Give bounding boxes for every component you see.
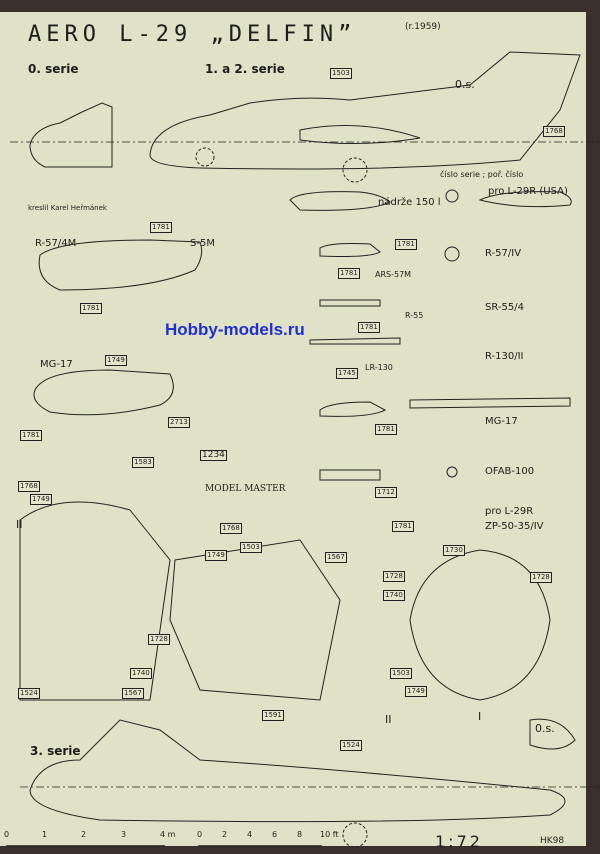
- author-credit: kreslil Karel Heřmánek: [28, 204, 107, 212]
- color-code: 1781: [20, 430, 42, 441]
- color-code: 1749: [105, 355, 127, 366]
- label: 0.s.: [455, 78, 475, 91]
- label: R-57/4M: [35, 238, 77, 249]
- color-code: 1781: [395, 239, 417, 250]
- color-code: 1567: [122, 688, 144, 699]
- watermark: Hobby-models.ru: [165, 320, 305, 339]
- label: S-5M: [190, 238, 215, 249]
- color-code: 1768: [18, 481, 40, 492]
- color-code: 1781: [80, 303, 102, 314]
- color-code: 1524: [18, 688, 40, 699]
- serie-12-label: 1. a 2. serie: [205, 62, 285, 76]
- cockpit-detail-left: [19, 501, 171, 701]
- color-code: 1768: [220, 523, 242, 534]
- color-code: 1749: [205, 550, 227, 561]
- color-code: 1781: [150, 222, 172, 233]
- year-label: (r.1959): [405, 22, 441, 32]
- drawing-code: HK98: [540, 836, 565, 846]
- label: číslo serie ; poř. číslo: [440, 170, 524, 179]
- scale-tick-label: 0: [197, 830, 203, 839]
- gun-pod-mg17: [33, 369, 174, 416]
- scale-tick-label: 8: [297, 830, 303, 839]
- scale-tick-label: 0: [4, 830, 10, 839]
- color-code: 1749: [30, 494, 52, 505]
- scale-tick-label: 10 ft: [320, 830, 339, 839]
- scale-tick-label: 2: [81, 830, 87, 839]
- color-code: 1781: [358, 322, 380, 333]
- label: OFAB-100: [485, 466, 535, 477]
- label: R-55: [405, 311, 424, 320]
- label: pro L-29R: [485, 506, 534, 517]
- label: MG-17: [485, 416, 518, 427]
- color-code: 1781: [375, 424, 397, 435]
- color-code: 2713: [168, 417, 190, 428]
- sheet-edge: [0, 846, 600, 854]
- label: R-130/II: [485, 351, 524, 362]
- color-code: 1583: [132, 457, 154, 468]
- scale-tick-label: 4: [247, 830, 253, 839]
- color-code: 1503: [240, 542, 262, 553]
- color-code: 1503: [390, 668, 412, 679]
- scale-tick-label: 3: [121, 830, 127, 839]
- color-code: 1781: [338, 268, 360, 279]
- color-code: 1712: [375, 487, 397, 498]
- color-code: 1749: [405, 686, 427, 697]
- label: ZP-50-35/IV: [485, 521, 544, 532]
- serie-0-label: 0. serie: [28, 62, 79, 76]
- aircraft-side-view-3serie: [29, 719, 566, 823]
- color-code: 1728: [148, 634, 170, 645]
- scale-tick-label: 4 m: [160, 830, 176, 839]
- color-code: 1591: [262, 710, 284, 721]
- color-code: 1740: [130, 668, 152, 679]
- cockpit-detail-center: [169, 539, 341, 701]
- scale-tick-label: 6: [272, 830, 278, 839]
- sheet-edge: [586, 0, 600, 854]
- color-code: 1567: [325, 552, 347, 563]
- scale-tick-label: 2: [222, 830, 228, 839]
- color-code: 1768: [543, 126, 565, 137]
- model-master-logo: MODEL MASTER: [205, 484, 286, 494]
- rocket-pod-r57: [38, 239, 203, 291]
- label: MG-17: [40, 359, 73, 370]
- label: 0.s.: [535, 722, 555, 735]
- aircraft-side-view: [149, 51, 581, 170]
- drop-tank-2: [478, 191, 572, 208]
- color-code: 1740: [383, 590, 405, 601]
- view-marker: I: [478, 710, 482, 723]
- view-marker: II: [385, 713, 392, 726]
- cockpit-detail-right: [409, 549, 551, 701]
- color-code: 1781: [392, 521, 414, 532]
- color-code: 1524: [340, 740, 362, 751]
- drop-tank-1: [289, 191, 391, 211]
- label: SR-55/4: [485, 302, 524, 313]
- color-code: 1730: [443, 545, 465, 556]
- label: pro L-29R (USA): [488, 186, 568, 197]
- scale-ratio: 1:72: [435, 832, 483, 851]
- label: LR-130: [365, 363, 393, 372]
- view-marker: II: [16, 518, 23, 531]
- sheet-edge: [0, 0, 600, 12]
- label: nádrže 150 l: [378, 197, 441, 208]
- label: ARS-57M: [375, 270, 412, 279]
- color-code: 1728: [383, 571, 405, 582]
- nose-0-serie: [29, 102, 113, 168]
- scale-tick-label: 1: [42, 830, 48, 839]
- label: R-57/IV: [485, 248, 522, 259]
- color-code: 1503: [330, 68, 352, 79]
- color-code: 1745: [336, 368, 358, 379]
- color-code: 1234: [200, 450, 227, 461]
- page-title: AERO L-29 „DELFIN”: [28, 22, 357, 47]
- color-code: 1728: [530, 572, 552, 583]
- serie-3-label: 3. serie: [30, 744, 81, 758]
